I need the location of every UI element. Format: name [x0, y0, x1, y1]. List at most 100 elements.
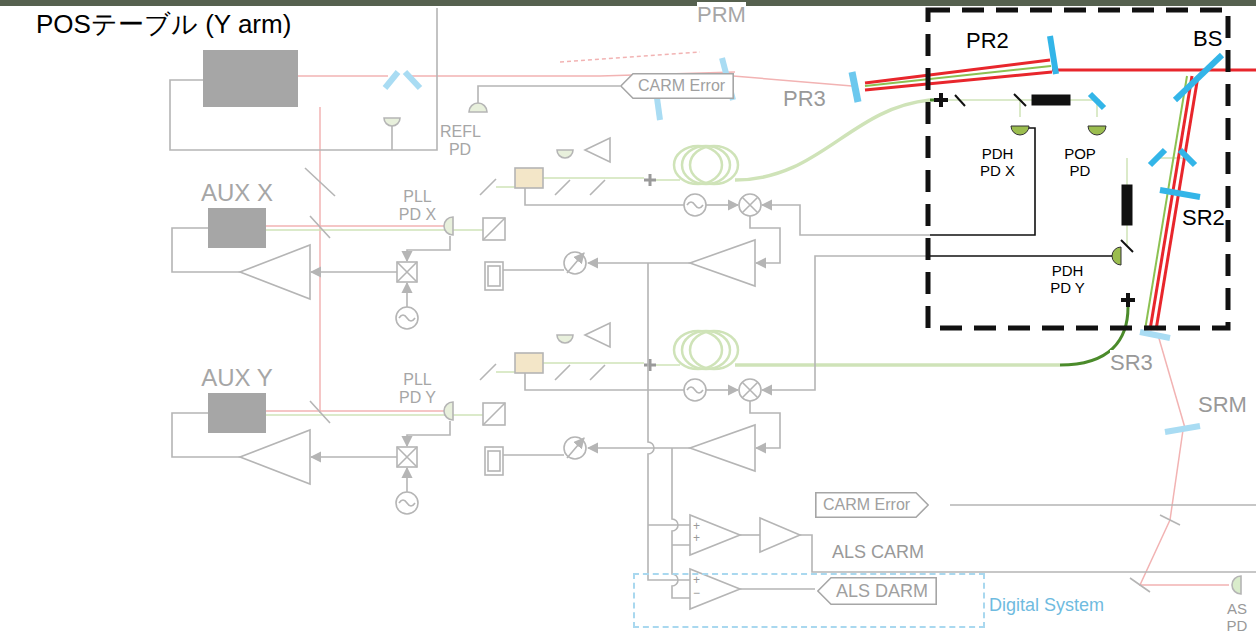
- path-shape: [733, 76, 852, 86]
- rect-shape: [397, 262, 417, 282]
- port-shape: [621, 74, 733, 98]
- detector-name: PLL PD Y: [395, 371, 440, 408]
- path-shape: [1150, 150, 1195, 165]
- path-shape: [1088, 126, 1106, 135]
- sign-mark: +: [693, 520, 700, 532]
- green-beams: [266, 100, 1188, 415]
- path-shape: [1121, 293, 1135, 307]
- path-shape: [644, 174, 656, 186]
- rect-shape: [515, 353, 543, 373]
- circle-shape: [684, 194, 706, 216]
- detector-name: AS PD: [1222, 600, 1252, 635]
- path-shape: [740, 588, 815, 590]
- node-label: AUX Y: [201, 365, 273, 391]
- path-shape: [385, 72, 420, 88]
- path-shape: [1090, 94, 1104, 108]
- path-shape: [740, 534, 760, 536]
- polygon-shape: [585, 323, 610, 347]
- detector-name: PDH PD Y: [1045, 262, 1090, 297]
- rect-shape: [483, 403, 505, 425]
- path-shape: [483, 403, 505, 425]
- detector-name: POP PD: [1060, 145, 1100, 180]
- table-title: POSテーブル (Y arm): [30, 8, 297, 42]
- polygon-shape: [690, 569, 740, 609]
- path-shape: [687, 387, 703, 393]
- mirrors: [1050, 36, 1222, 197]
- mirror: [852, 72, 858, 102]
- path-shape: [444, 402, 453, 420]
- polygon-shape: [690, 515, 740, 555]
- path-shape: [1127, 158, 1188, 245]
- path-shape: [800, 535, 1256, 572]
- rect-shape: [488, 266, 500, 286]
- path-shape: [407, 421, 450, 446]
- mirror-name: SR2: [1182, 205, 1225, 230]
- path-shape: [557, 150, 573, 158]
- circle-shape: [396, 307, 418, 329]
- path-shape: [1160, 190, 1200, 197]
- path-shape: [1150, 76, 1192, 330]
- path-shape: [735, 100, 930, 180]
- path-shape: [1156, 76, 1198, 330]
- signal-port: ALS DARM: [817, 577, 937, 605]
- path-shape: [397, 447, 417, 467]
- path-shape: [762, 256, 930, 390]
- rect-shape: [485, 262, 503, 290]
- path-shape: [298, 75, 388, 77]
- path-shape: [657, 98, 660, 120]
- mirror-name: PRM: [697, 2, 746, 27]
- path-shape: [950, 504, 1256, 506]
- path-shape: [588, 262, 690, 264]
- path-shape: [706, 204, 738, 206]
- path-shape: [955, 95, 965, 106]
- path-shape: [384, 118, 400, 126]
- path-shape: [934, 93, 948, 107]
- circle-shape: [564, 437, 586, 459]
- path-shape: [305, 168, 335, 196]
- node-label: ALS DARM: [817, 577, 937, 605]
- path-shape: [478, 86, 620, 103]
- path-shape: [735, 363, 1060, 367]
- path-shape: [266, 225, 444, 227]
- mirror-name: BS: [1193, 26, 1222, 51]
- polygon-shape: [690, 425, 755, 471]
- path-shape: [706, 389, 738, 391]
- signal-port: CARM Error: [815, 492, 929, 518]
- port-shape: [816, 493, 928, 517]
- laser-box: AUX Y: [208, 393, 266, 433]
- mirror-name: PR3: [783, 86, 826, 111]
- circle-shape: [564, 252, 586, 274]
- detector-name: REFL PD: [440, 123, 480, 160]
- circle-shape: [739, 379, 761, 401]
- polygon-shape: [240, 245, 310, 299]
- signal-name: ALS CARM: [832, 542, 924, 563]
- circle-shape: [684, 379, 706, 401]
- photo-strip: [0, 0, 1256, 6]
- path-shape: [1170, 430, 1183, 520]
- main-beams: [865, 60, 1256, 330]
- digital-region: Digital SystemALS DARM: [633, 573, 985, 628]
- pos-table-components: [928, 10, 1228, 328]
- circle-shape: [396, 492, 418, 514]
- electronics: [170, 8, 1256, 609]
- ellipse-shape: [690, 331, 738, 369]
- path-shape: [399, 315, 415, 321]
- path-shape: [865, 72, 1052, 90]
- circle-shape: [739, 194, 761, 216]
- path-shape: [469, 103, 487, 112]
- path-shape: [444, 217, 453, 235]
- path-shape: [865, 60, 1050, 83]
- node-label: CARM Error: [815, 492, 929, 518]
- path-shape: [310, 216, 330, 423]
- path-shape: [483, 218, 505, 240]
- path-shape: [687, 202, 703, 208]
- rect-shape: [488, 451, 500, 471]
- path-shape: [407, 236, 450, 261]
- path-shape: [1011, 126, 1029, 135]
- path-shape: [1050, 36, 1056, 74]
- sign-mark: +: [693, 574, 700, 586]
- port-shape: [818, 578, 936, 604]
- rect-shape: [203, 50, 298, 107]
- path-shape: [266, 410, 444, 412]
